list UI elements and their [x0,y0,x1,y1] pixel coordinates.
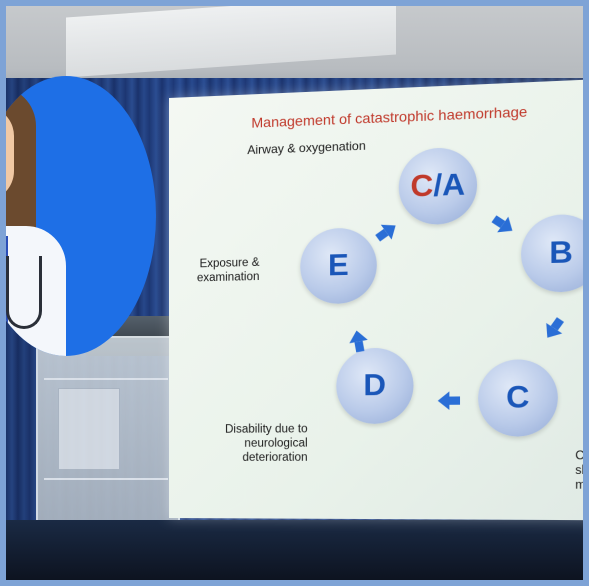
label-exposure: Exposure & examination [197,256,260,286]
arrow-ca-to-b [497,217,518,239]
label-exposure-line1: Exposure & [197,256,260,272]
label-exposure-line2: examination [197,270,260,286]
node-e: E [300,227,377,304]
node-c-a-c: C [410,169,433,205]
label-disability-line1: Disability due to [225,422,308,437]
arrow-b-to-c [539,323,562,343]
cart-shelf [44,478,168,480]
arrow-d-to-e [347,329,367,344]
label-circulation-line2: shoc [575,463,589,478]
slide-title: Management of catastrophic haemorrhage [251,103,527,131]
label-circulation-line3: mana [575,478,589,493]
cart-shelf [44,378,168,380]
arrow-e-to-ca [381,218,401,240]
label-circulation-line1: Circ [575,449,589,464]
node-c-a-rest: /A [433,168,465,204]
node-d: D [336,347,413,424]
node-c: C [478,359,558,437]
arrow-c-to-d [438,391,450,410]
label-circulation: Circ shoc mana [575,449,589,493]
floor [6,520,583,580]
node-c-a: C/A [399,147,477,226]
node-b: B [521,213,589,292]
projected-slide: Management of catastrophic haemorrhage A… [169,78,589,521]
cart-panel [58,388,120,470]
label-disability: Disability due to neurological deteriora… [225,422,308,465]
label-disability-line2: neurological [225,436,308,450]
ceiling-beam [66,0,396,78]
stethoscope-icon [6,256,42,329]
label-disability-line3: deterioration [225,451,308,465]
slide-subtitle: Airway & oxygenation [247,138,365,157]
